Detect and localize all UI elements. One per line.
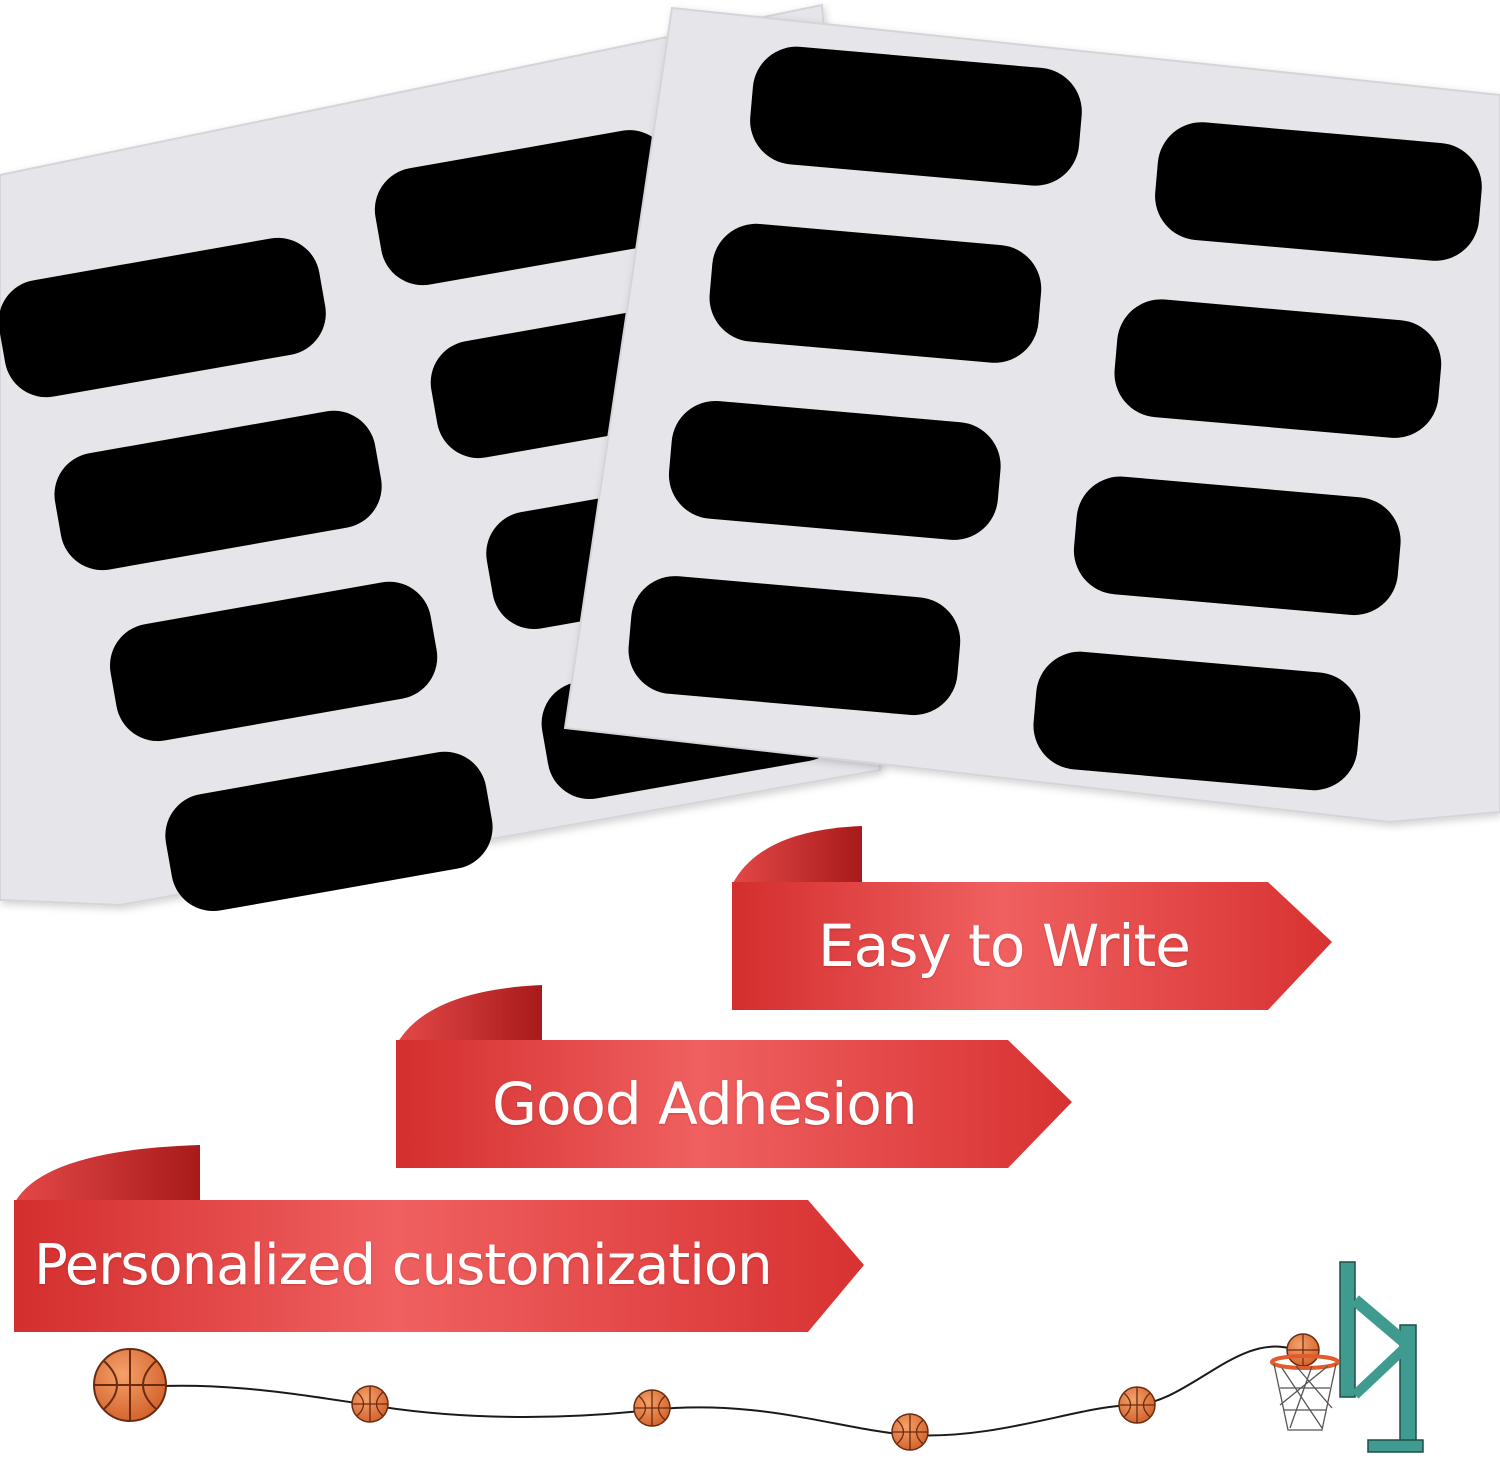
eye-black-strip xyxy=(54,410,382,571)
basketball-icon xyxy=(1118,1386,1156,1424)
eye-black-strip xyxy=(1155,122,1482,261)
basketball-icon xyxy=(891,1413,929,1451)
basketball-icon xyxy=(93,1348,167,1422)
bouncing-ball-path xyxy=(129,1345,1296,1437)
basketball-icon xyxy=(633,1389,671,1427)
eye-black-strip xyxy=(374,130,678,286)
eye-black-strip xyxy=(1073,476,1401,616)
eye-black-strip xyxy=(750,46,1082,186)
eye-black-strip xyxy=(165,751,493,912)
eye-black-strip xyxy=(628,576,961,716)
banner-good-adhesion xyxy=(396,985,1072,1168)
basketball-icon xyxy=(351,1385,389,1423)
banner-label-personalized-customization: Personalized customization xyxy=(34,1233,773,1298)
eye-black-strip xyxy=(109,581,438,742)
banner-label-good-adhesion: Good Adhesion xyxy=(492,1070,918,1138)
eye-black-strip xyxy=(709,223,1042,363)
basketball-hoop-icon xyxy=(1270,1261,1424,1453)
front-sheet-strips xyxy=(628,46,1482,791)
eye-black-strip xyxy=(1033,651,1361,791)
banner-label-easy-to-write: Easy to Write xyxy=(818,912,1191,980)
banner-personalized-customization xyxy=(14,1145,864,1332)
banner-easy-to-write xyxy=(732,826,1332,1010)
eye-black-strip xyxy=(1114,299,1442,438)
eye-black-strip xyxy=(668,400,1001,540)
eye-black-strip xyxy=(0,237,326,398)
